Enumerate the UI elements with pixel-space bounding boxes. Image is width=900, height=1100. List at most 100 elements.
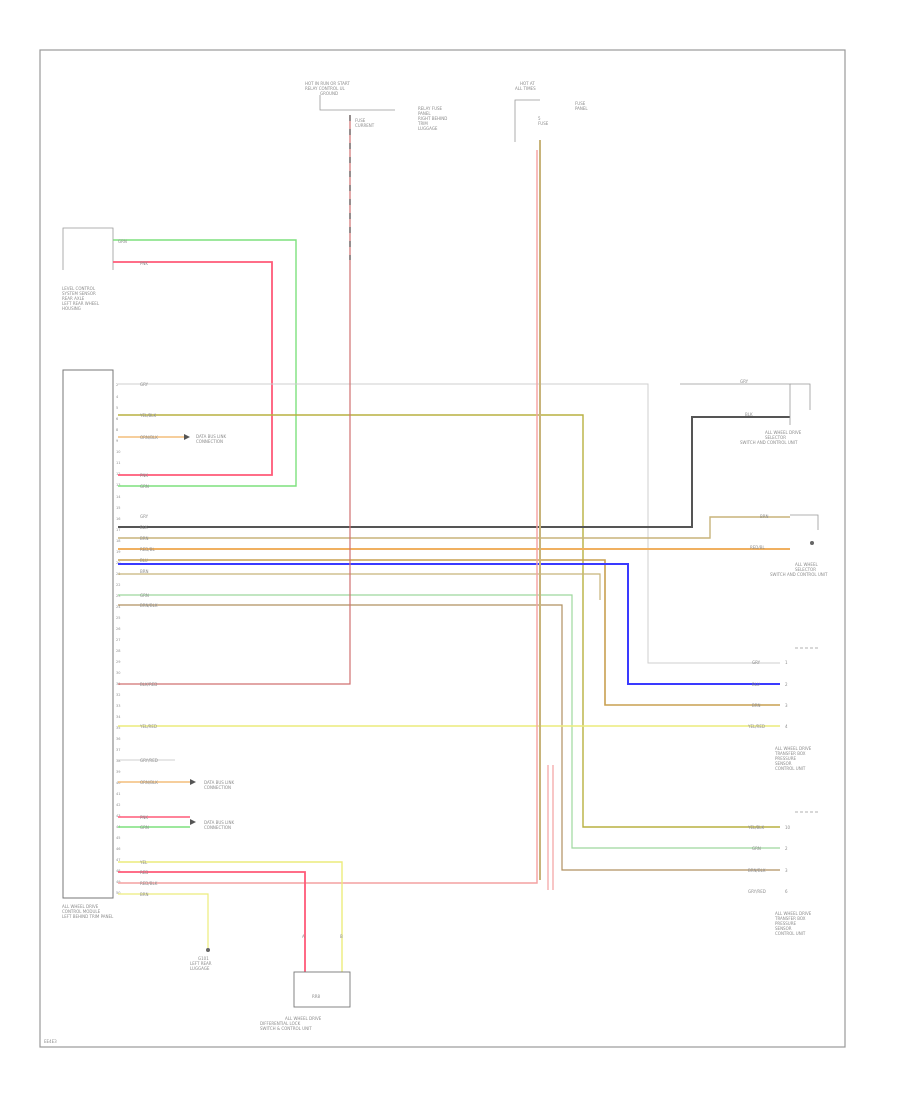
- wire-brown-1: [118, 559, 780, 706]
- svg-text:49: 49: [116, 880, 120, 884]
- data-bus-stub-3: DATA BUS LINK CONNECTION: [118, 816, 234, 830]
- svg-text:25: 25: [116, 616, 120, 620]
- wire-ground: [118, 893, 209, 948]
- svg-text:RED/BLK: RED/BLK: [140, 881, 158, 886]
- bottom-module[interactable]: RR8 A B ALL WHEEL DRIVE DIFFERENTIAL LOC…: [260, 934, 351, 1031]
- svg-text:FUSE PANEL: FUSE PANEL: [575, 101, 588, 111]
- wire-yellow-bottom: [118, 861, 343, 972]
- lower-right-module-2[interactable]: YEL/BLK GRN BRN/BLK GRY/RED 10 2 3 6 ALL…: [747, 811, 820, 936]
- svg-text:RR8: RR8: [312, 994, 321, 999]
- svg-text:FUSE CURRENT: FUSE CURRENT: [355, 118, 375, 128]
- svg-text:DATA BUS LINK CONNECTION: DATA BUS LINK CONNECTION: [204, 780, 235, 790]
- svg-text:ALL WHEEL DRIVE TRANSFER: ALL WHEEL DRIVE TRANSFER BOX PRESSURE SE…: [774, 746, 813, 771]
- wire-green-lower: [118, 594, 780, 849]
- svg-text:B: B: [340, 934, 343, 939]
- svg-text:12: 12: [116, 472, 120, 476]
- svg-text:RED/BL: RED/BL: [140, 547, 155, 552]
- ground-point: [206, 948, 210, 952]
- svg-text:32: 32: [116, 693, 120, 697]
- svg-text:BRN: BRN: [140, 536, 149, 541]
- top-fuse-right: HOT AT ALL TIMES FUSE PANEL 5 FUSE: [514, 81, 588, 142]
- svg-text:6: 6: [785, 889, 788, 894]
- svg-text:HOT AT ALL TIMES: HOT AT ALL TIMES: [515, 81, 536, 91]
- svg-text:BRN: BRN: [752, 703, 761, 708]
- svg-text:33: 33: [116, 704, 120, 708]
- svg-text:BLK: BLK: [745, 412, 753, 417]
- svg-text:14: 14: [116, 495, 121, 499]
- main-module-label: ALL WHEEL DRIVE CONTROL MODULE LEFT BEHI…: [62, 904, 114, 919]
- svg-text:GRY/RED: GRY/RED: [140, 758, 158, 763]
- svg-text:11: 11: [116, 461, 120, 465]
- wire-pink-sensor: [113, 261, 273, 476]
- svg-text:PNK: PNK: [140, 473, 148, 478]
- svg-text:GRN: GRN: [140, 484, 149, 489]
- top-right-module[interactable]: GRY BLK ALL WHEEL DRIVE SELECTOR SWITCH …: [680, 379, 811, 445]
- svg-text:30: 30: [116, 671, 120, 675]
- svg-text:38: 38: [116, 759, 120, 763]
- wire-red-48: [118, 150, 538, 884]
- svg-text:5: 5: [116, 406, 118, 410]
- ground-label: G101 LEFT REAR LUGGAGE: [190, 956, 213, 971]
- svg-text:GRY: GRY: [752, 660, 761, 665]
- svg-text:GRY: GRY: [140, 382, 149, 387]
- svg-text:48: 48: [116, 869, 120, 873]
- svg-text:BRN: BRN: [140, 569, 149, 574]
- wire-blue: [118, 563, 780, 685]
- svg-text:PNK: PNK: [140, 261, 148, 266]
- svg-text:RED: RED: [140, 870, 148, 875]
- svg-text:RED/BL: RED/BL: [750, 545, 765, 550]
- svg-text:BLK/RED: BLK/RED: [140, 682, 157, 687]
- svg-text:ORN/BLK: ORN/BLK: [140, 435, 158, 440]
- svg-text:ALL WHEEL DRIVE SELECTOR: ALL WHEEL DRIVE SELECTOR SWITCH AND CONT…: [740, 430, 803, 445]
- svg-text:PNK: PNK: [140, 815, 148, 820]
- svg-text:28: 28: [116, 649, 120, 653]
- svg-text:4: 4: [785, 724, 788, 729]
- svg-text:YEL/RED: YEL/RED: [139, 724, 157, 729]
- svg-text:BRN: BRN: [760, 514, 769, 519]
- svg-text:GRN: GRN: [140, 593, 149, 598]
- svg-text:43: 43: [116, 814, 120, 818]
- svg-text:40: 40: [116, 781, 120, 785]
- svg-text:GRY: GRY: [740, 379, 749, 384]
- svg-text:GRN: GRN: [752, 846, 761, 851]
- wire-brown-2: [118, 573, 601, 600]
- main-control-module[interactable]: [62, 369, 114, 899]
- svg-text:A: A: [302, 934, 305, 939]
- svg-text:29: 29: [116, 660, 120, 664]
- svg-text:8: 8: [116, 428, 118, 432]
- svg-text:22: 22: [116, 583, 120, 587]
- svg-text:26: 26: [116, 627, 120, 631]
- svg-text:2: 2: [785, 846, 788, 851]
- data-bus-stub-1: DATA BUS LINK CONNECTION: [118, 434, 227, 444]
- svg-text:YEL: YEL: [139, 860, 148, 865]
- svg-text:5 FUSE: 5 FUSE: [538, 116, 549, 126]
- level-sensor-outline: [62, 227, 114, 270]
- svg-text:15: 15: [116, 506, 120, 510]
- svg-text:3: 3: [785, 703, 788, 708]
- svg-text:ALL WHEEL DRIVE DIFFEREN: ALL WHEEL DRIVE DIFFERENTIAL LOCK SWITCH…: [260, 1016, 323, 1031]
- main-module-pins: 2 4 5 6 8 9 10 11 12 13 14 15 16 17 18 1…: [116, 383, 121, 895]
- svg-text:DATA BUS LINK CONNECTION: DATA BUS LINK CONNECTION: [196, 434, 227, 444]
- lower-right-module-1[interactable]: GRY BLU BRN YEL/RED 1 2 3 4 ALL WHEEL DR…: [747, 647, 820, 771]
- svg-text:42: 42: [116, 803, 120, 807]
- svg-text:1: 1: [785, 660, 788, 665]
- svg-text:36: 36: [116, 737, 120, 741]
- svg-text:GRN: GRN: [140, 825, 149, 830]
- svg-text:13: 13: [116, 483, 120, 487]
- svg-text:24: 24: [116, 605, 121, 609]
- svg-text:BLU: BLU: [752, 682, 760, 687]
- svg-text:6: 6: [116, 417, 118, 421]
- svg-text:HOT IN RUN OR START RELA: HOT IN RUN OR START RELAY CONTROL UL GRO…: [305, 81, 351, 96]
- wire-tan-mid: [118, 516, 790, 539]
- svg-text:47: 47: [116, 858, 120, 862]
- svg-text:ALL WHEEL DRIVE TRANSFER: ALL WHEEL DRIVE TRANSFER BOX PRESSURE SE…: [774, 911, 813, 936]
- mid-right-module[interactable]: BRN RED/BL ALL WHEEL SELECTOR SWITCH AND…: [750, 514, 828, 577]
- svg-text:23: 23: [116, 594, 120, 598]
- svg-text:39: 39: [116, 770, 120, 774]
- svg-text:16: 16: [116, 517, 120, 521]
- svg-text:BLU: BLU: [140, 558, 148, 563]
- wire-red-bottom: [118, 871, 306, 972]
- svg-text:46: 46: [116, 847, 120, 851]
- svg-text:17: 17: [116, 528, 120, 532]
